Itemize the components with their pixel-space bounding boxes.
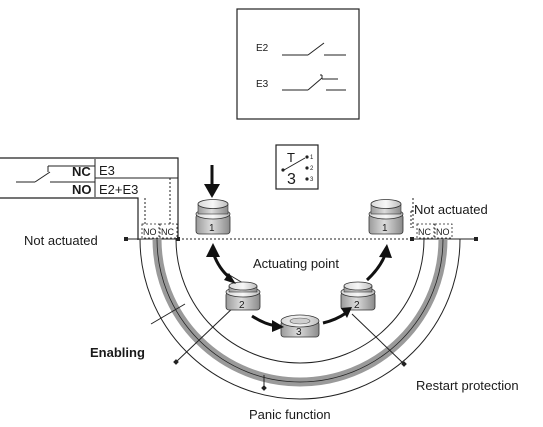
arrow-2-to-1: [365, 254, 387, 282]
button-position-2-right: 2: [340, 281, 376, 311]
arc-tag-left-2: NC: [161, 227, 174, 237]
actuating-point-label: Actuating point: [253, 256, 339, 271]
not-actuated-right-label: Not actuated: [414, 202, 488, 217]
button-position-1-right: 1: [368, 199, 404, 235]
tag-top-label: T: [287, 150, 295, 165]
button-label-3: 3: [296, 327, 302, 338]
no-value: E2+E3: [99, 182, 138, 197]
arc-scale: [139, 238, 461, 400]
arrow-3-to-2: [322, 311, 347, 325]
button-label-1-left: 1: [209, 223, 215, 234]
button-label-2-right: 2: [354, 300, 360, 311]
arc-tags-left: NO NC: [141, 223, 178, 239]
tag-main-label: 3: [287, 171, 296, 188]
button-label-1-right: 1: [382, 223, 388, 234]
flow-arrowheads: [206, 243, 392, 332]
button-position-1-left: 1: [195, 199, 231, 235]
tag-pin-3: 3: [310, 177, 314, 183]
switch-row2-symbol: [282, 74, 346, 91]
button-position-2-left: 2: [225, 281, 261, 311]
nc-label: NC: [72, 164, 91, 179]
right-guide: [410, 198, 416, 228]
tag-pin-1: 1: [310, 155, 314, 161]
nc-value: E3: [99, 163, 115, 178]
arc-tag-right-2: NO: [436, 227, 450, 237]
panic-function-label: Panic function: [249, 407, 331, 422]
arc-tags-right: NC NO: [416, 223, 453, 239]
switch-row1-symbol: [282, 42, 346, 56]
enabling-label: Enabling: [90, 345, 145, 360]
not-actuated-left-label: Not actuated: [24, 233, 98, 248]
button-position-3: 3: [280, 314, 320, 338]
tag-pin-2: 2: [310, 166, 314, 172]
arc-tag-left-1: NO: [143, 227, 157, 237]
actuator-tag: T 3 1 2 3: [275, 144, 319, 190]
switch-row1-label: E2: [256, 43, 269, 54]
restart-protection-label: Restart protection: [416, 378, 519, 393]
button-label-2-left: 2: [239, 300, 245, 311]
switch-row2-label: E3: [256, 79, 269, 90]
press-arrow: [204, 165, 220, 198]
no-label: NO: [72, 182, 92, 197]
contact-box: NC E3 NO E2+E3: [0, 157, 179, 240]
pointer-dots: [173, 359, 407, 391]
pointer-lines: [150, 272, 405, 365]
arc-tag-right-1: NC: [418, 227, 431, 237]
switch-box: E2 E3: [236, 8, 360, 120]
